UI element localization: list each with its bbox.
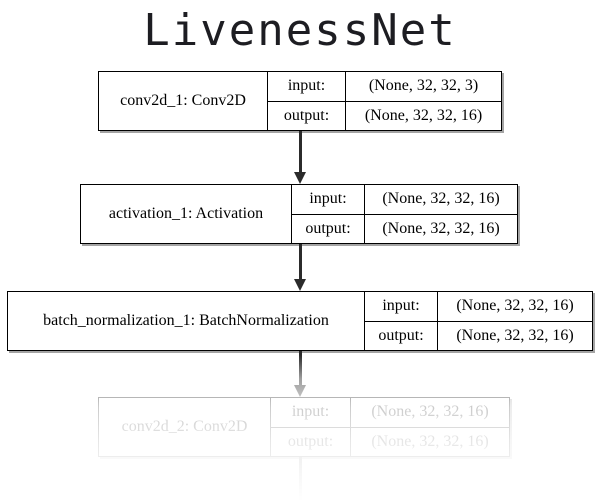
node-input-row: input: (None, 32, 32, 16) bbox=[365, 292, 592, 321]
arrow-head-icon bbox=[294, 385, 306, 397]
node-name-label: conv2d_1: Conv2D bbox=[120, 92, 246, 109]
node-output-shape: (None, 32, 32, 16) bbox=[437, 321, 592, 350]
node-input-label: input: bbox=[382, 297, 420, 315]
arrow-shaft bbox=[299, 244, 302, 279]
graph-node-conv2d-2[interactable]: conv2d_2: Conv2D input: (None, 32, 32, 1… bbox=[98, 397, 510, 457]
node-output-row: output: (None, 32, 32, 16) bbox=[271, 426, 509, 456]
node-io-column: input: (None, 32, 32, 16) output: (None,… bbox=[364, 292, 592, 350]
node-input-row: input: (None, 32, 32, 16) bbox=[271, 398, 509, 427]
arrow-shaft bbox=[299, 457, 302, 501]
graph-edge-arrow bbox=[294, 244, 307, 291]
node-input-row: input: (None, 32, 32, 3) bbox=[268, 72, 501, 101]
arrow-shaft bbox=[299, 131, 302, 172]
node-input-shape: (None, 32, 32, 16) bbox=[364, 185, 517, 214]
graph-node-batch-normalization-1[interactable]: batch_normalization_1: BatchNormalizatio… bbox=[7, 291, 593, 351]
node-input-shape: (None, 32, 32, 16) bbox=[437, 292, 592, 321]
node-output-row: output: (None, 32, 32, 16) bbox=[292, 213, 517, 243]
node-input-label: input: bbox=[309, 190, 347, 208]
node-output-label: output: bbox=[283, 106, 330, 124]
node-output-row: output: (None, 32, 32, 16) bbox=[365, 320, 592, 350]
page-title: LivenessNet bbox=[143, 5, 457, 56]
graph-node-conv2d-1[interactable]: conv2d_1: Conv2D input: (None, 32, 32, 3… bbox=[98, 71, 502, 131]
node-output-row: output: (None, 32, 32, 16) bbox=[268, 100, 501, 130]
node-io-column: input: (None, 32, 32, 3) output: (None, … bbox=[267, 72, 501, 130]
node-name-label: activation_1: Activation bbox=[108, 205, 264, 222]
node-name-label: conv2d_2: Conv2D bbox=[121, 418, 248, 435]
arrow-head-icon bbox=[294, 172, 306, 184]
graph-edge-arrow bbox=[294, 351, 307, 397]
node-input-row: input: (None, 32, 32, 16) bbox=[292, 185, 517, 214]
node-input-shape: (None, 32, 32, 3) bbox=[345, 72, 501, 101]
node-name-label: batch_normalization_1: BatchNormalizatio… bbox=[43, 312, 329, 329]
node-output-label: output: bbox=[305, 219, 351, 237]
node-input-label: input: bbox=[291, 403, 330, 421]
node-output-label: output: bbox=[378, 326, 424, 344]
arrow-shaft bbox=[299, 351, 302, 385]
node-input-shape: (None, 32, 32, 16) bbox=[350, 398, 509, 427]
graph-node-activation-1[interactable]: activation_1: Activation input: (None, 3… bbox=[80, 184, 518, 244]
node-io-column: input: (None, 32, 32, 16) output: (None,… bbox=[291, 185, 517, 243]
graph-edge-arrow bbox=[294, 457, 307, 501]
node-io-column: input: (None, 32, 32, 16) output: (None,… bbox=[270, 398, 509, 456]
node-input-label: input: bbox=[287, 77, 326, 95]
arrow-head-icon bbox=[294, 279, 306, 291]
node-output-shape: (None, 32, 32, 16) bbox=[345, 101, 501, 130]
node-output-shape: (None, 32, 32, 16) bbox=[350, 427, 509, 456]
graph-edge-arrow bbox=[294, 131, 307, 184]
node-output-label: output: bbox=[287, 432, 334, 450]
node-output-shape: (None, 32, 32, 16) bbox=[364, 214, 517, 243]
